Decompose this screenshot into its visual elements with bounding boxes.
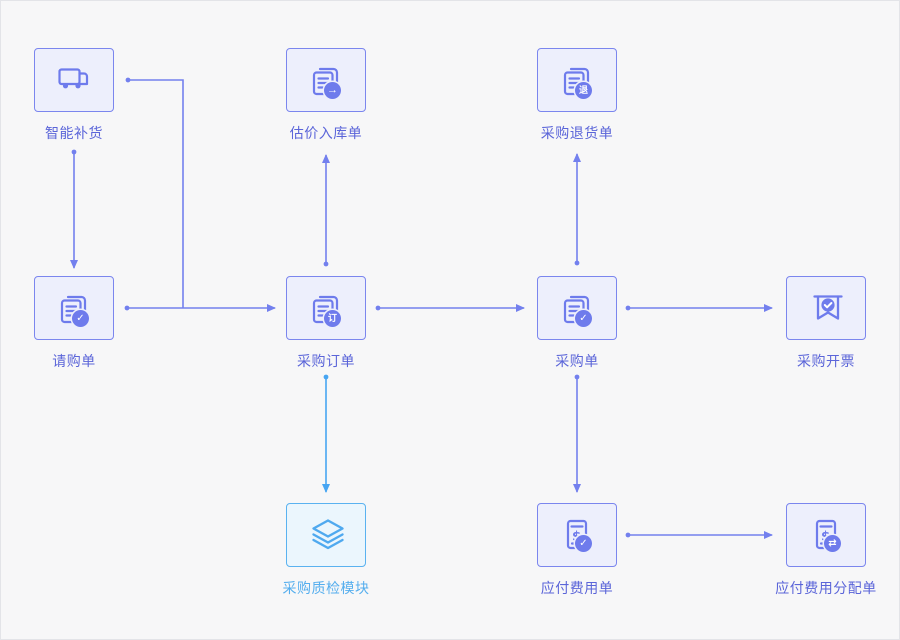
purchase-return-order-label: 采购退货单 bbox=[540, 125, 614, 141]
payable-expense-order-label: 应付费用单 bbox=[540, 580, 614, 596]
smart-replenishment-box[interactable] bbox=[34, 48, 114, 112]
ribbon-icon bbox=[806, 288, 846, 328]
doc-icon: 订 bbox=[306, 288, 346, 328]
purchase-bill-box[interactable]: ✓ bbox=[537, 276, 617, 340]
node-purchase-invoicing: 采购开票 bbox=[786, 276, 866, 369]
purchase-requisition-label: 请购单 bbox=[52, 353, 96, 369]
layers-icon bbox=[306, 515, 346, 555]
node-purchase-qc-module: 采购质检模块 bbox=[283, 503, 369, 596]
estimated-inbound-order-badge: → bbox=[324, 82, 341, 99]
purchase-requisition-badge: ✓ bbox=[72, 310, 89, 327]
estimated-inbound-order-box[interactable]: → bbox=[286, 48, 366, 112]
payable-expense-order-badge: ✓ bbox=[575, 535, 592, 552]
node-estimated-inbound-order: → 估价入库单 bbox=[286, 48, 366, 141]
purchase-invoicing-label: 采购开票 bbox=[797, 353, 855, 369]
node-purchase-bill: ✓ 采购单 bbox=[537, 276, 617, 369]
bill-icon: $✓ bbox=[557, 515, 597, 555]
truck-icon bbox=[54, 60, 94, 100]
estimated-inbound-order-label: 估价入库单 bbox=[289, 125, 363, 141]
node-payable-expense-allocation: $⇄ 应付费用分配单 bbox=[775, 503, 876, 596]
purchase-order-box[interactable]: 订 bbox=[286, 276, 366, 340]
purchase-return-order-badge: 退 bbox=[575, 82, 592, 99]
purchase-order-badge: 订 bbox=[324, 310, 341, 327]
doc-icon: ✓ bbox=[557, 288, 597, 328]
purchase-invoicing-box[interactable] bbox=[786, 276, 866, 340]
node-payable-expense-order: $✓ 应付费用单 bbox=[537, 503, 617, 596]
doc-icon: 退 bbox=[557, 60, 597, 100]
doc-icon: ✓ bbox=[54, 288, 94, 328]
flow-edge-smart-replenishment-branch-to-purchase-order bbox=[125, 77, 184, 308]
payable-expense-allocation-label: 应付费用分配单 bbox=[775, 580, 877, 596]
payable-expense-allocation-badge: ⇄ bbox=[824, 535, 841, 552]
smart-replenishment-label: 智能补货 bbox=[45, 125, 103, 141]
node-purchase-return-order: 退采购退货单 bbox=[537, 48, 617, 141]
purchase-bill-badge: ✓ bbox=[575, 310, 592, 327]
purchase-requisition-box[interactable]: ✓ bbox=[34, 276, 114, 340]
purchase-order-label: 采购订单 bbox=[297, 353, 355, 369]
node-purchase-order: 订采购订单 bbox=[286, 276, 366, 369]
purchase-qc-module-box[interactable] bbox=[286, 503, 366, 567]
purchase-qc-module-label: 采购质检模块 bbox=[282, 580, 370, 596]
purchase-return-order-box[interactable]: 退 bbox=[537, 48, 617, 112]
doc-icon: → bbox=[306, 60, 346, 100]
payable-expense-order-box[interactable]: $✓ bbox=[537, 503, 617, 567]
purchase-bill-label: 采购单 bbox=[555, 353, 599, 369]
payable-expense-allocation-box[interactable]: $⇄ bbox=[786, 503, 866, 567]
node-purchase-requisition: ✓ 请购单 bbox=[34, 276, 114, 369]
node-smart-replenishment: 智能补货 bbox=[34, 48, 114, 141]
bill-icon: $⇄ bbox=[806, 515, 846, 555]
